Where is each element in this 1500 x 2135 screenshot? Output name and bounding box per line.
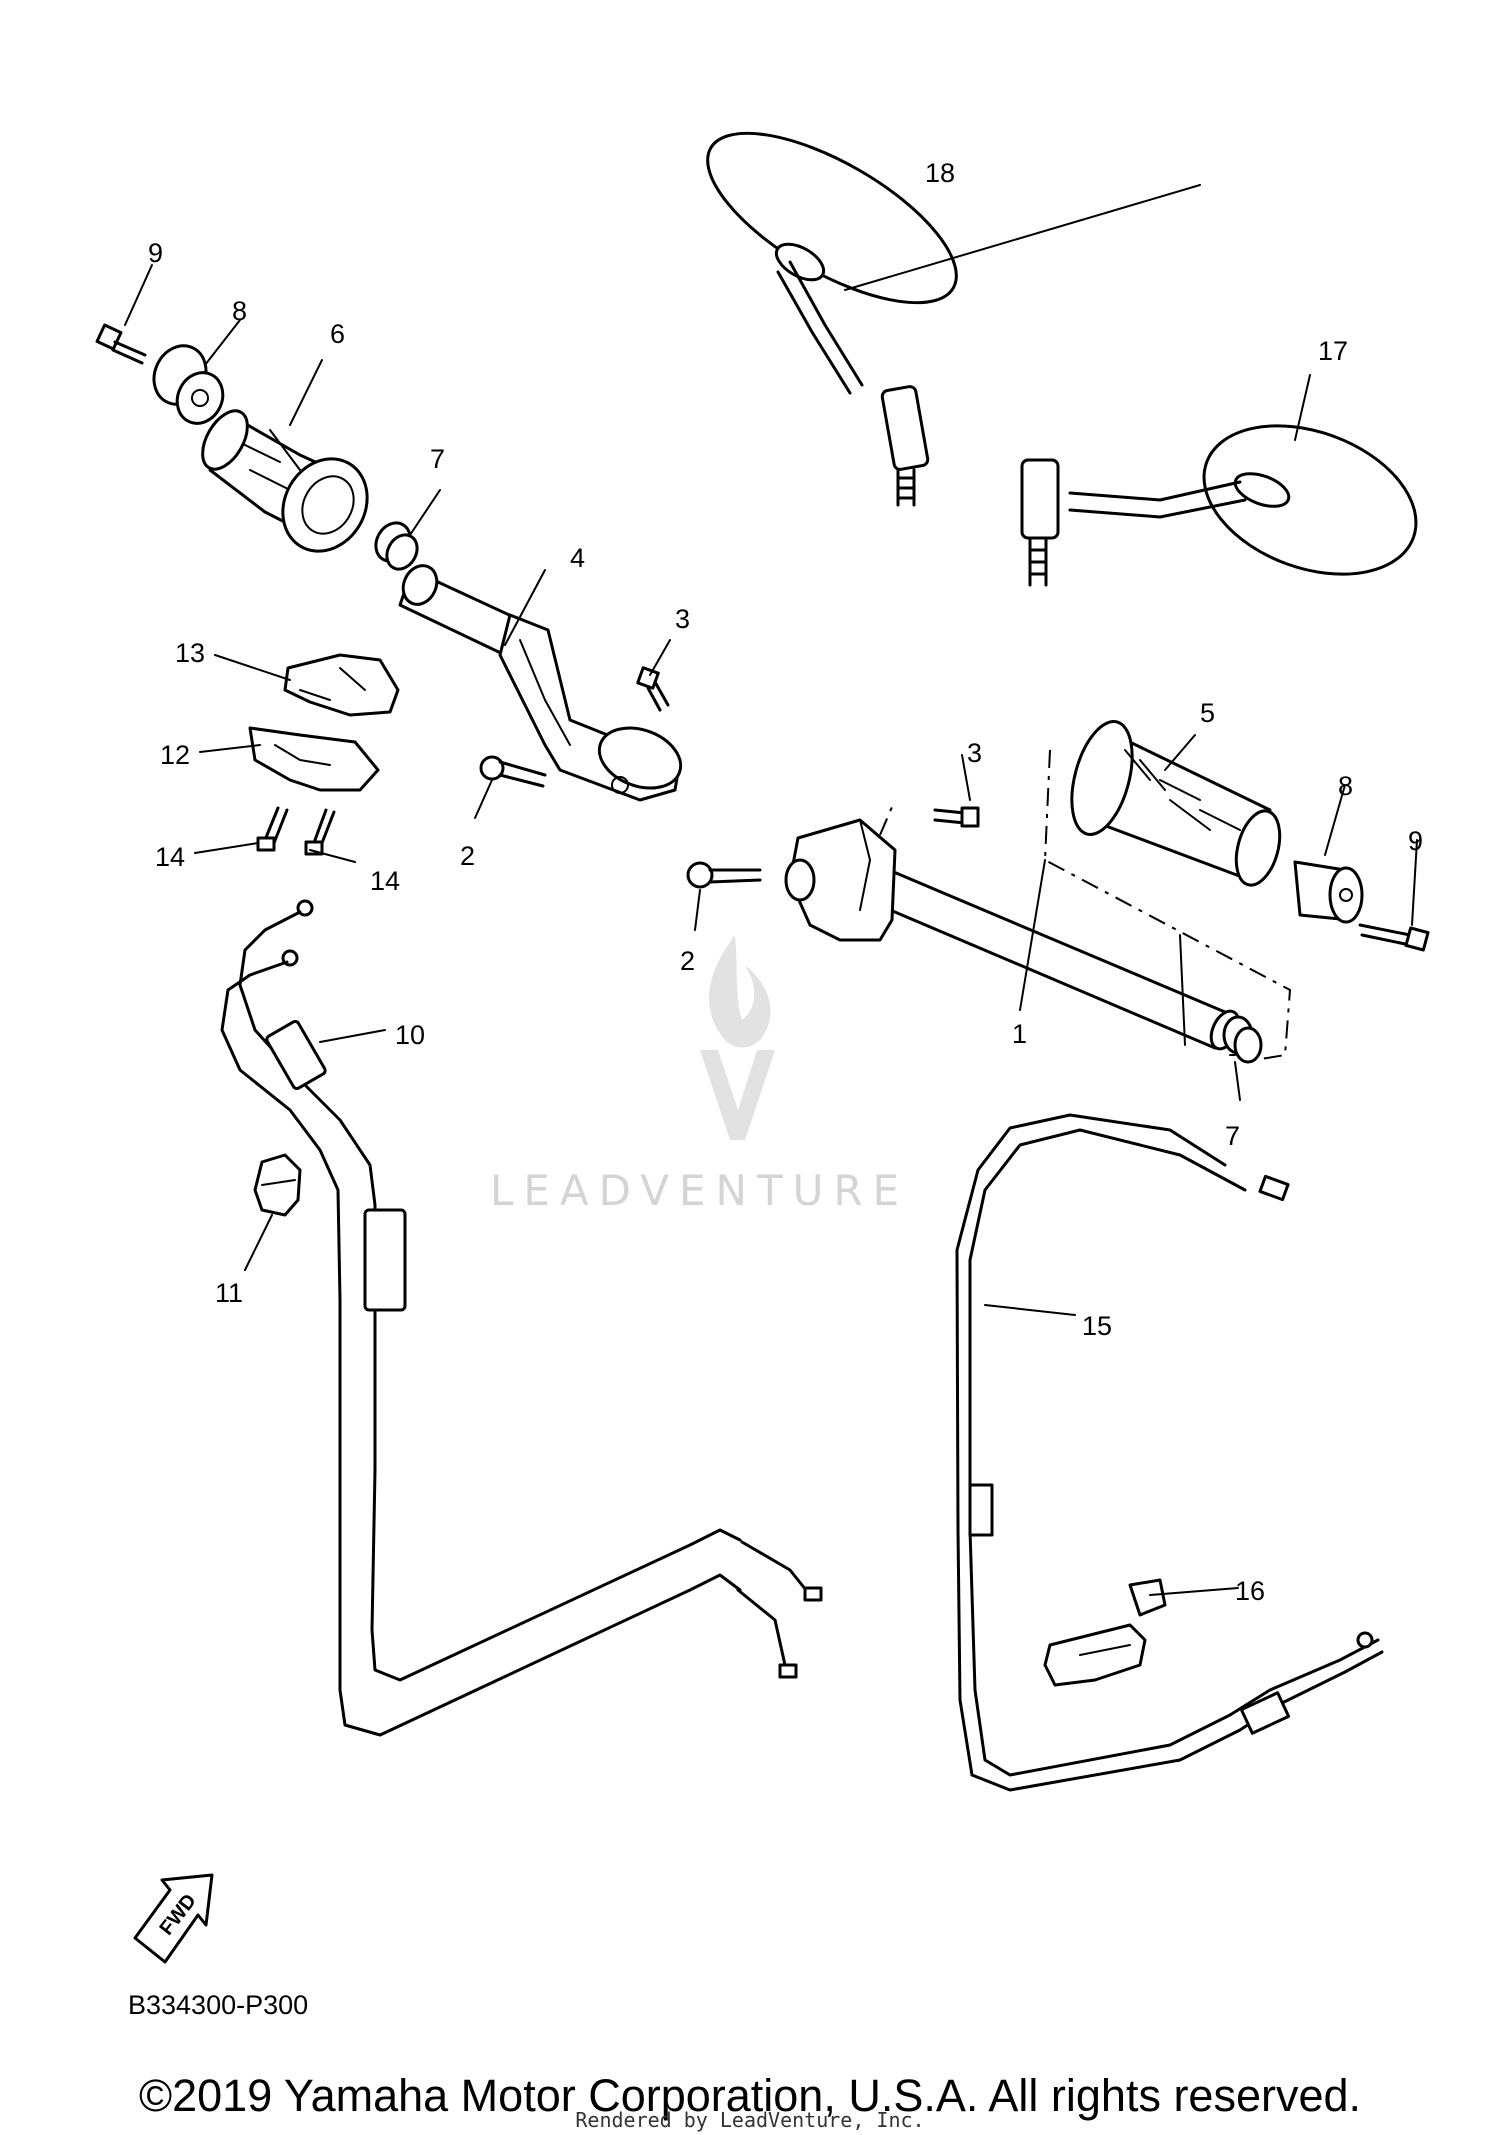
part-4-handlebar-left[interactable] — [397, 560, 689, 802]
callout-11[interactable]: 11 — [215, 1278, 243, 1308]
part-10-throttle-cables[interactable] — [220, 899, 823, 1737]
callout-13[interactable]: 13 — [175, 638, 205, 668]
part-8-weight-right[interactable] — [1293, 860, 1364, 924]
part-12-switch-housing[interactable] — [248, 726, 380, 792]
callout-3-left[interactable]: 3 — [675, 604, 690, 634]
part-9-screw-left[interactable] — [95, 323, 147, 365]
callout-18[interactable]: 18 — [925, 158, 955, 188]
callout-9-left[interactable]: 9 — [148, 238, 163, 268]
part-7-bushing-right[interactable] — [1222, 1015, 1263, 1064]
part-1-handlebar-right[interactable] — [784, 818, 1244, 1053]
guide-lines — [879, 749, 1292, 1061]
callout-5[interactable]: 5 — [1200, 698, 1215, 728]
part-15-clutch-cable[interactable] — [955, 1113, 1384, 1792]
callout-14-left[interactable]: 14 — [155, 842, 185, 872]
callout-1[interactable]: 1 — [1012, 1019, 1027, 1049]
rendered-by-notice: Rendered by LeadVenture, Inc. — [575, 2108, 925, 2132]
watermark-v-icon — [700, 1050, 775, 1140]
fwd-arrow-icon: FWD — [133, 1873, 214, 1964]
callout-12[interactable]: 12 — [160, 740, 190, 770]
part-8-weight-left[interactable] — [145, 337, 231, 431]
callout-8-right[interactable]: 8 — [1338, 771, 1353, 801]
callout-4[interactable]: 4 — [570, 543, 585, 573]
watermark-flame-icon — [708, 935, 771, 1048]
callout-10[interactable]: 10 — [395, 1020, 425, 1050]
leader-lines — [124, 184, 1418, 1596]
watermark: LEADVENTURE — [490, 935, 909, 1215]
part-14-screws[interactable] — [256, 806, 336, 856]
callout-2-right[interactable]: 2 — [680, 946, 695, 976]
part-6-grip-left[interactable] — [193, 403, 383, 566]
callout-15[interactable]: 15 — [1082, 1311, 1112, 1341]
callout-6[interactable]: 6 — [330, 319, 345, 349]
part-11-cable-holder[interactable] — [253, 1153, 302, 1217]
callouts: 9 8 6 7 4 3 13 12 14 14 2 10 11 18 17 5 … — [148, 158, 1423, 1606]
part-13-switch-housing[interactable] — [283, 653, 400, 717]
part-3-bolt-right[interactable] — [933, 806, 980, 828]
callout-8-left[interactable]: 8 — [232, 296, 247, 326]
part-9-screw-right[interactable] — [1358, 923, 1430, 952]
part-2-bolt-right[interactable] — [686, 861, 762, 889]
callout-3-right[interactable]: 3 — [967, 738, 982, 768]
part-3-bolt-left[interactable] — [636, 666, 670, 712]
callout-9-right[interactable]: 9 — [1408, 826, 1423, 856]
copyright-notice: ©2019 Yamaha Motor Corporation, U.S.A. A… — [138, 2070, 1362, 2121]
callout-2-left[interactable]: 2 — [460, 841, 475, 871]
diagram-code: B334300-P300 — [128, 1990, 309, 2020]
part-17-mirror[interactable] — [1020, 398, 1437, 601]
callout-16[interactable]: 16 — [1235, 1576, 1265, 1606]
callout-7-right[interactable]: 7 — [1225, 1121, 1240, 1151]
part-5-grip-right[interactable] — [1061, 715, 1287, 890]
watermark-text: LEADVENTURE — [490, 1166, 909, 1215]
callout-14-right[interactable]: 14 — [370, 866, 400, 896]
part-7-bushing-left[interactable] — [369, 517, 423, 575]
callout-17[interactable]: 17 — [1318, 336, 1348, 366]
part-16-cable-holder[interactable] — [1043, 1578, 1167, 1687]
part-18-mirror[interactable] — [683, 100, 980, 507]
callout-7-left[interactable]: 7 — [430, 444, 445, 474]
